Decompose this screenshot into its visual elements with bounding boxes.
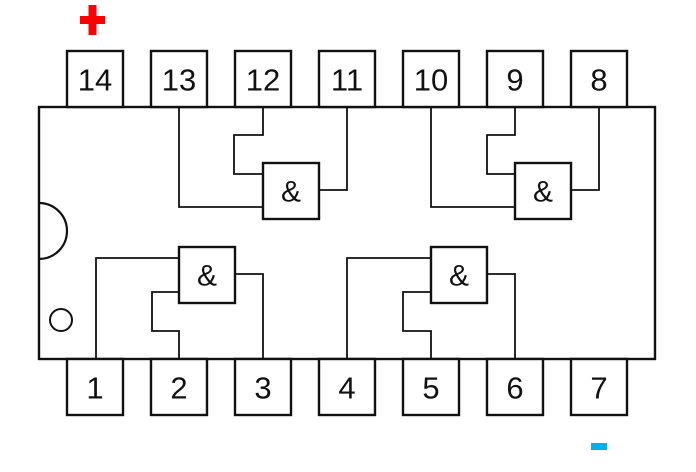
pin-label-6: 6 (506, 371, 523, 406)
wire (402, 291, 432, 359)
pin-label-5: 5 (422, 371, 439, 406)
gate-label: & (281, 176, 301, 209)
pin-box-11 (317, 49, 377, 109)
wire (486, 107, 516, 175)
wire (571, 107, 600, 191)
gate-box (177, 245, 237, 305)
wire (178, 107, 263, 208)
minus-bar (591, 443, 607, 450)
power-plus-symbol (80, 5, 105, 35)
pin-label-4: 4 (338, 371, 355, 406)
gate-label: & (533, 176, 553, 209)
pin-label-10: 10 (414, 63, 448, 98)
pin-box-7 (569, 357, 629, 417)
orientation-notch-icon (38, 201, 69, 261)
pin-label-2: 2 (170, 371, 187, 406)
pin-box-9 (485, 49, 545, 109)
wire (233, 107, 264, 175)
pin-label-11: 11 (331, 63, 363, 98)
wire (95, 257, 179, 359)
pin-box-13 (149, 49, 209, 109)
pin-box-4 (317, 357, 377, 417)
pin-box-12 (233, 49, 293, 109)
pin-box-6 (485, 357, 545, 417)
pin-label-8: 8 (590, 63, 607, 98)
pin1-indicator-icon (49, 308, 73, 332)
pin-label-13: 13 (162, 63, 196, 98)
wire (151, 291, 180, 359)
wire (319, 107, 348, 191)
pin-label-9: 9 (506, 63, 523, 98)
gate-label: & (197, 260, 217, 293)
power-minus-symbol (591, 443, 607, 450)
pin-label-12: 12 (246, 63, 280, 98)
gate-box (429, 245, 489, 305)
pin-label-1: 1 (86, 371, 103, 406)
wire (430, 107, 515, 208)
pin-label-3: 3 (254, 371, 271, 406)
gate-box (261, 161, 321, 221)
pin-box-14 (65, 49, 125, 109)
wire (235, 273, 264, 359)
pin-box-10 (401, 49, 461, 109)
pin-box-2 (149, 357, 209, 417)
pin-box-3 (233, 357, 293, 417)
pin-box-8 (569, 49, 629, 109)
pin-label-14: 14 (78, 63, 112, 98)
gate-label: & (449, 260, 469, 293)
wire (487, 273, 516, 359)
wire (346, 257, 431, 359)
pin-box-1 (65, 357, 125, 417)
pin-label-7: 7 (590, 371, 607, 406)
plus-horizontal-bar (80, 16, 105, 24)
gate-box (513, 161, 573, 221)
pin-box-5 (401, 357, 461, 417)
